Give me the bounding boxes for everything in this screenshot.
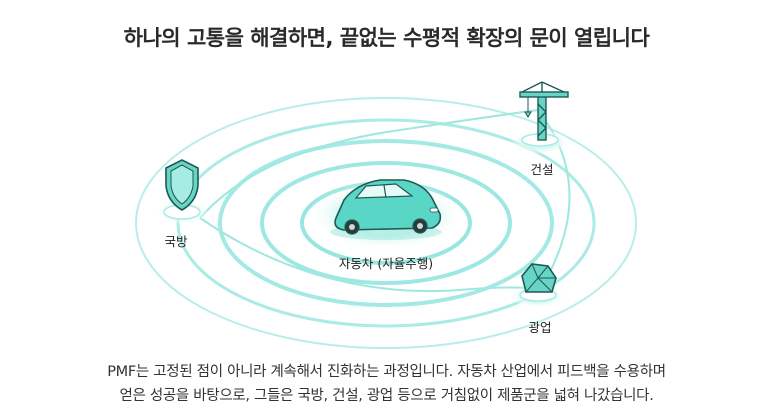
ore-icon <box>521 263 557 293</box>
mining-node <box>510 263 566 308</box>
expansion-diagram: 자동차 (자율주행) 국방 건설 <box>135 81 637 349</box>
mining-label: 광업 <box>528 320 551 335</box>
expansion-paths <box>199 109 571 293</box>
construction-node <box>510 81 570 154</box>
shield-icon <box>165 159 199 211</box>
description-line: 얻은 성공을 바탕으로, 그들은 국방, 건설, 광업 등으로 거침없이 제품군… <box>119 388 654 404</box>
construction-label: 건설 <box>530 162 553 177</box>
description-text: PMF는 고정된 점이 아니라 계속해서 진화하는 과정입니다. 자동차 산업에… <box>0 360 773 408</box>
defense-label: 국방 <box>164 234 188 249</box>
car-icon <box>330 179 442 240</box>
crane-icon <box>519 81 569 141</box>
description-line: PMF는 고정된 점이 아니라 계속해서 진화하는 과정입니다. 자동차 산업에… <box>107 364 666 380</box>
page-title: 하나의 고통을 해결하면, 끝없는 수평적 확장의 문이 열립니다 <box>123 26 650 50</box>
center-label: 자동차 (자율주행) <box>339 256 433 271</box>
defense-node <box>156 159 208 224</box>
